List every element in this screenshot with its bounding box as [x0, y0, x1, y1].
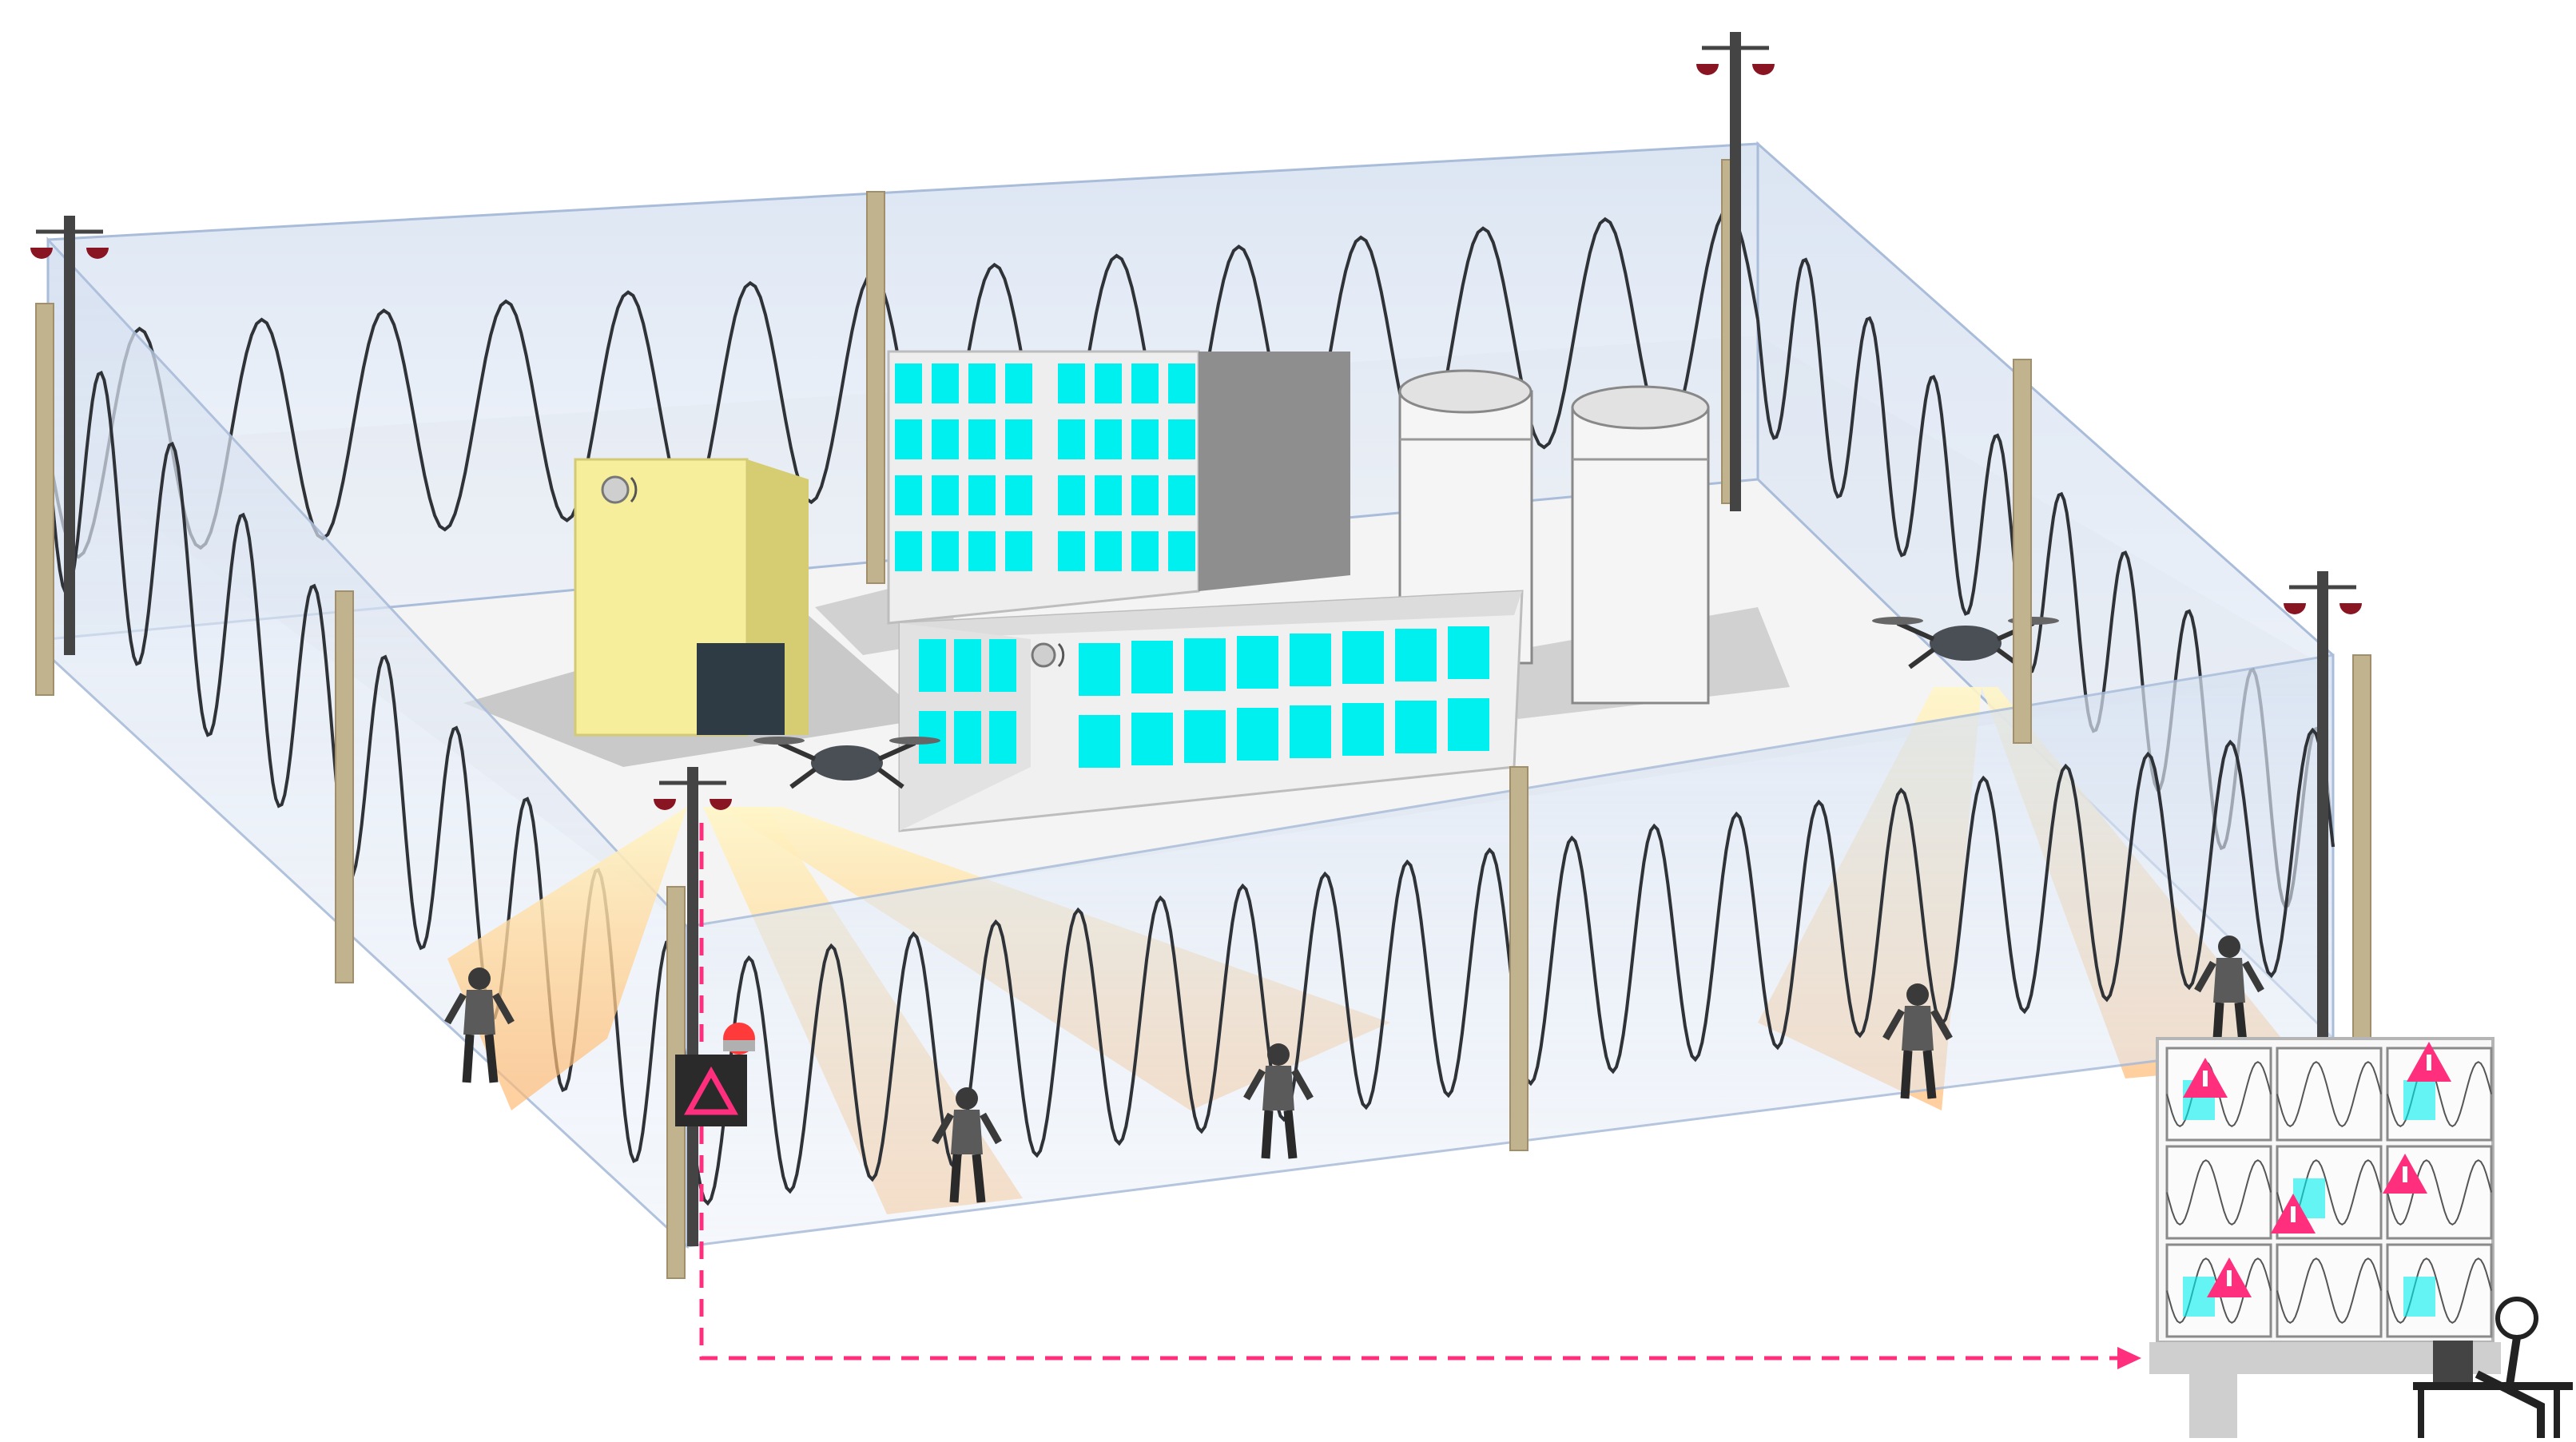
window	[895, 475, 922, 515]
window	[1448, 626, 1489, 679]
window	[919, 639, 946, 692]
window	[1079, 643, 1120, 696]
window	[932, 363, 959, 403]
window	[968, 531, 996, 571]
window	[954, 711, 981, 764]
window	[1290, 705, 1331, 758]
window	[1168, 363, 1195, 403]
cctv-camera-icon	[1752, 64, 1775, 75]
window	[1131, 641, 1173, 693]
window	[1168, 531, 1195, 571]
intruder-figure-icon	[932, 1087, 1002, 1203]
camera-pole	[687, 767, 698, 1246]
cctv-camera-icon	[2284, 603, 2306, 614]
camera-poles	[30, 32, 2362, 1246]
garage-door	[697, 643, 785, 735]
window	[1131, 475, 1159, 515]
window	[1131, 531, 1159, 571]
window	[1237, 708, 1278, 761]
operator-desk-icon	[2413, 1297, 2573, 1438]
window	[1005, 531, 1032, 571]
window	[1058, 363, 1085, 403]
window	[932, 419, 959, 459]
window	[1005, 475, 1032, 515]
window	[968, 419, 996, 459]
window	[932, 531, 959, 571]
intruder-figure-icon	[444, 967, 515, 1083]
window	[1005, 419, 1032, 459]
cctv-camera-icon	[654, 799, 676, 810]
fence-pole	[2352, 654, 2371, 1039]
fence-pole	[335, 590, 354, 983]
window	[1058, 531, 1085, 571]
window	[1168, 475, 1195, 515]
window	[1095, 475, 1122, 515]
window	[989, 639, 1016, 692]
window	[932, 475, 959, 515]
window	[1184, 710, 1226, 763]
window	[1095, 419, 1122, 459]
window	[1168, 419, 1195, 459]
window	[989, 711, 1016, 764]
window	[1058, 419, 1085, 459]
camera-pole	[2317, 571, 2328, 1039]
cctv-camera-icon	[1031, 642, 1065, 668]
yellow-building	[574, 458, 809, 737]
window	[1448, 698, 1489, 751]
window	[1058, 475, 1085, 515]
fence-pole	[2013, 359, 2032, 744]
window	[1095, 363, 1122, 403]
cctv-camera-icon	[1696, 64, 1719, 75]
window	[1342, 703, 1384, 756]
window	[895, 363, 922, 403]
fence-pole	[866, 191, 885, 584]
window	[1342, 631, 1384, 684]
cctv-camera-icon	[86, 248, 109, 259]
window	[1131, 713, 1173, 765]
window	[1395, 701, 1437, 753]
alarm-signal-path	[699, 823, 2141, 1369]
tower-windows	[895, 363, 1195, 571]
window	[954, 639, 981, 692]
window	[895, 531, 922, 571]
window	[1079, 715, 1120, 768]
window	[1131, 419, 1159, 459]
window	[1184, 638, 1226, 691]
intruders	[444, 936, 2264, 1203]
drone-icon	[753, 737, 940, 789]
window	[1237, 636, 1278, 689]
cctv-camera-icon	[710, 799, 732, 810]
window	[1131, 363, 1159, 403]
cctv-camera-icon	[30, 248, 53, 259]
warning-triangle-icon	[684, 1066, 738, 1115]
window	[1005, 363, 1032, 403]
window	[895, 419, 922, 459]
office-tower	[887, 350, 1350, 625]
cctv-camera-icon	[601, 475, 638, 504]
window	[1095, 531, 1122, 571]
fence-pole	[1509, 766, 1529, 1151]
window	[1395, 629, 1437, 681]
intruder-figure-icon	[1243, 1043, 1314, 1159]
window	[1290, 634, 1331, 686]
window	[968, 363, 996, 403]
cctv-camera-icon	[2339, 603, 2362, 614]
window	[968, 475, 996, 515]
camera-pole	[1730, 32, 1741, 511]
intruder-figure-icon	[1882, 983, 1953, 1099]
alarm-unit	[675, 1023, 755, 1126]
camera-pole	[64, 216, 75, 655]
monitoring-wall	[2149, 1037, 2501, 1438]
lab-windows	[919, 626, 1489, 768]
fence-pole	[35, 303, 54, 696]
